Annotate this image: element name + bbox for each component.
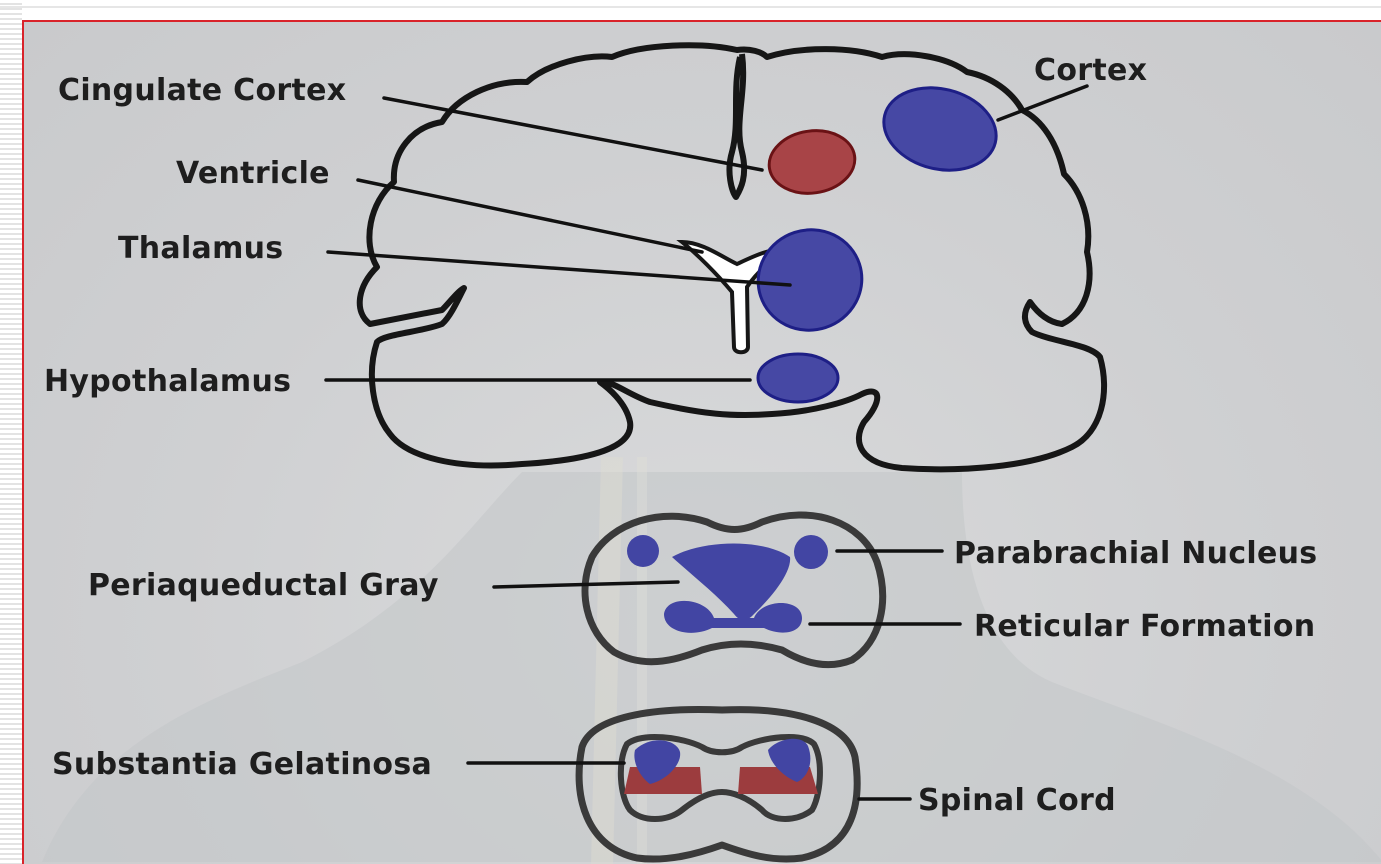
label-thalamus: Thalamus <box>118 231 283 266</box>
parabrachial-nucleus-left <box>627 535 659 567</box>
brain-outline <box>360 45 1104 469</box>
label-periaqueductal-gray: Periaqueductal Gray <box>88 568 439 603</box>
label-ventricle: Ventricle <box>176 156 330 191</box>
slide-top-rule <box>0 6 1381 8</box>
label-cortex: Cortex <box>1034 53 1147 88</box>
hypothalamus-region <box>758 354 838 402</box>
body-silhouette <box>42 457 1381 864</box>
cortex-region <box>875 76 1005 181</box>
label-substantia-gelatinosa: Substantia Gelatinosa <box>52 747 432 782</box>
diagram-frame: Cingulate Cortex Ventricle Thalamus Hypo… <box>22 20 1381 864</box>
thalamus-region <box>745 216 875 343</box>
cingulate-cortex-region <box>765 125 859 198</box>
label-parabrachial-nucleus: Parabrachial Nucleus <box>954 536 1317 571</box>
parabrachial-nucleus-right <box>794 535 828 569</box>
label-reticular-formation: Reticular Formation <box>974 609 1315 644</box>
pain-pathway-diagram: Cingulate Cortex Ventricle Thalamus Hypo… <box>24 22 1381 864</box>
slide-edge-stripes <box>0 0 22 864</box>
label-spinal-cord: Spinal Cord <box>918 783 1116 818</box>
label-hypothalamus: Hypothalamus <box>44 364 291 399</box>
label-cingulate-cortex: Cingulate Cortex <box>58 73 346 108</box>
